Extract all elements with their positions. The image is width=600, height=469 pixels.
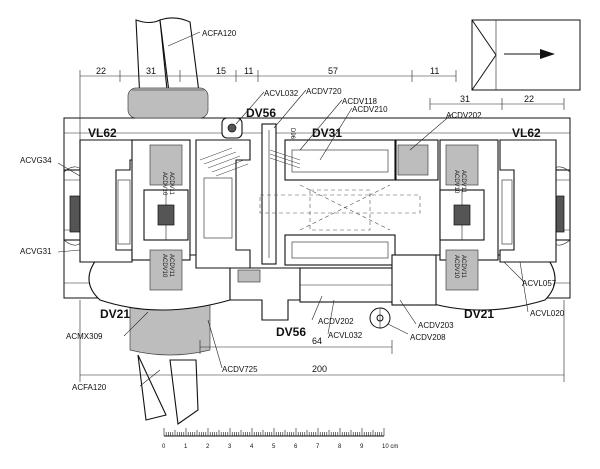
label-acdv10-b: ACDV10 (161, 254, 167, 278)
label-acdv203: ACDV203 (418, 321, 454, 330)
label-acvg34: ACVG34 (20, 156, 52, 165)
dim-bottom-inner: 64 (312, 336, 322, 346)
label-acdv11-a: ACDV11 (168, 172, 174, 196)
scale-tick-label: 6 (294, 444, 298, 450)
handle-left (127, 17, 211, 425)
profile-dv21-right-label: DV21 (464, 307, 494, 321)
leader-lines (57, 31, 529, 387)
dim-top-5: 57 (328, 66, 338, 76)
profile-dv56-bottom-label: DV56 (276, 325, 306, 339)
dim-top-4: 11 (244, 66, 253, 76)
profile-dv56-top (195, 117, 251, 269)
dimension-lines (79, 70, 565, 382)
label-acvl057: ACVL057 (522, 279, 557, 288)
label-acmx309: ACMX309 (66, 332, 103, 341)
scale-bar: 0 1 2 3 4 5 6 7 8 9 10 cm (162, 428, 398, 450)
label-acdv210: ACDV210 (352, 105, 388, 114)
label-acdv202-bottom: ACDV202 (318, 317, 354, 326)
label-acdv11-b: ACDV11 (168, 254, 174, 278)
label-acvl032-top: ACVL032 (264, 89, 299, 98)
label-acdv202-top: ACDV202 (446, 111, 482, 120)
scale-tick-label: 2 (206, 444, 210, 450)
profile-dv31 (259, 139, 421, 266)
vertical-part-labels: ACDV10 ACDV11 ACDV10 ACDV11 ACDV10 ACDV1… (161, 128, 466, 279)
label-acdv11-c: ACDV11 (460, 170, 466, 194)
profile-dv21-right (369, 139, 439, 329)
label-acdv725: ACDV725 (222, 365, 258, 374)
label-acdv10-d: ACDV10 (453, 255, 459, 279)
dim-top-1: 22 (96, 66, 106, 76)
label-acvl032-bottom: ACVL032 (328, 331, 363, 340)
label-d96: D96 (289, 128, 295, 140)
label-acdv10-a: ACDV10 (161, 172, 167, 196)
part-labels: ACFA120 ACVL032 ACDV720 ACDV118 ACDV210 … (20, 29, 565, 392)
scale-tick-label: 0 (162, 444, 166, 450)
profile-dv56-top-label: DV56 (246, 106, 276, 120)
scale-tick-label: 5 (272, 444, 276, 450)
profile-vl62-right-label: VL62 (512, 126, 541, 140)
profile-dv21-left-label: DV21 (100, 307, 130, 321)
scale-tick-label: 7 (316, 444, 320, 450)
scale-tick-label: 3 (228, 444, 232, 450)
label-acdv118: ACDV118 (342, 97, 378, 106)
dim-top-6: 11 (430, 66, 439, 76)
dimension-values: 22 31 15 11 57 11 31 22 64 200 (96, 66, 534, 374)
label-acdv11-d: ACDV11 (460, 255, 466, 279)
profile-labels: VL62 DV56 DV31 VL62 DV21 DV56 DV21 (88, 106, 541, 339)
label-acvg31: ACVG31 (20, 247, 52, 256)
scale-tick-label: 1 (184, 444, 188, 450)
scale-tick-label: 9 (360, 444, 364, 450)
label-acdv720: ACDV720 (306, 87, 342, 96)
dim-top-2: 31 (146, 66, 156, 76)
profile-dv31-label: DV31 (312, 126, 342, 140)
profile-vl62-right (439, 139, 557, 291)
label-acdv10-c: ACDV10 (453, 170, 459, 194)
dim-top-3: 15 (216, 66, 226, 76)
dim-right-top-1: 31 (460, 94, 470, 104)
profile-d96 (261, 123, 277, 265)
label-acfa120-bottom: ACFA120 (72, 383, 107, 392)
label-acdv208: ACDV208 (410, 333, 446, 342)
dim-bottom-total: 200 (312, 364, 327, 374)
opening-direction-symbol (471, 19, 581, 91)
scale-tick-label: 4 (250, 444, 254, 450)
profile-vl62-left (79, 139, 191, 291)
dim-right-top-2: 22 (524, 94, 534, 104)
scale-tick-label: 10 cm (382, 444, 398, 450)
label-acfa120-top: ACFA120 (202, 29, 237, 38)
label-acvl020: ACVL020 (530, 309, 565, 318)
scale-tick-label: 8 (338, 444, 342, 450)
profile-vl62-left-label: VL62 (88, 126, 117, 140)
